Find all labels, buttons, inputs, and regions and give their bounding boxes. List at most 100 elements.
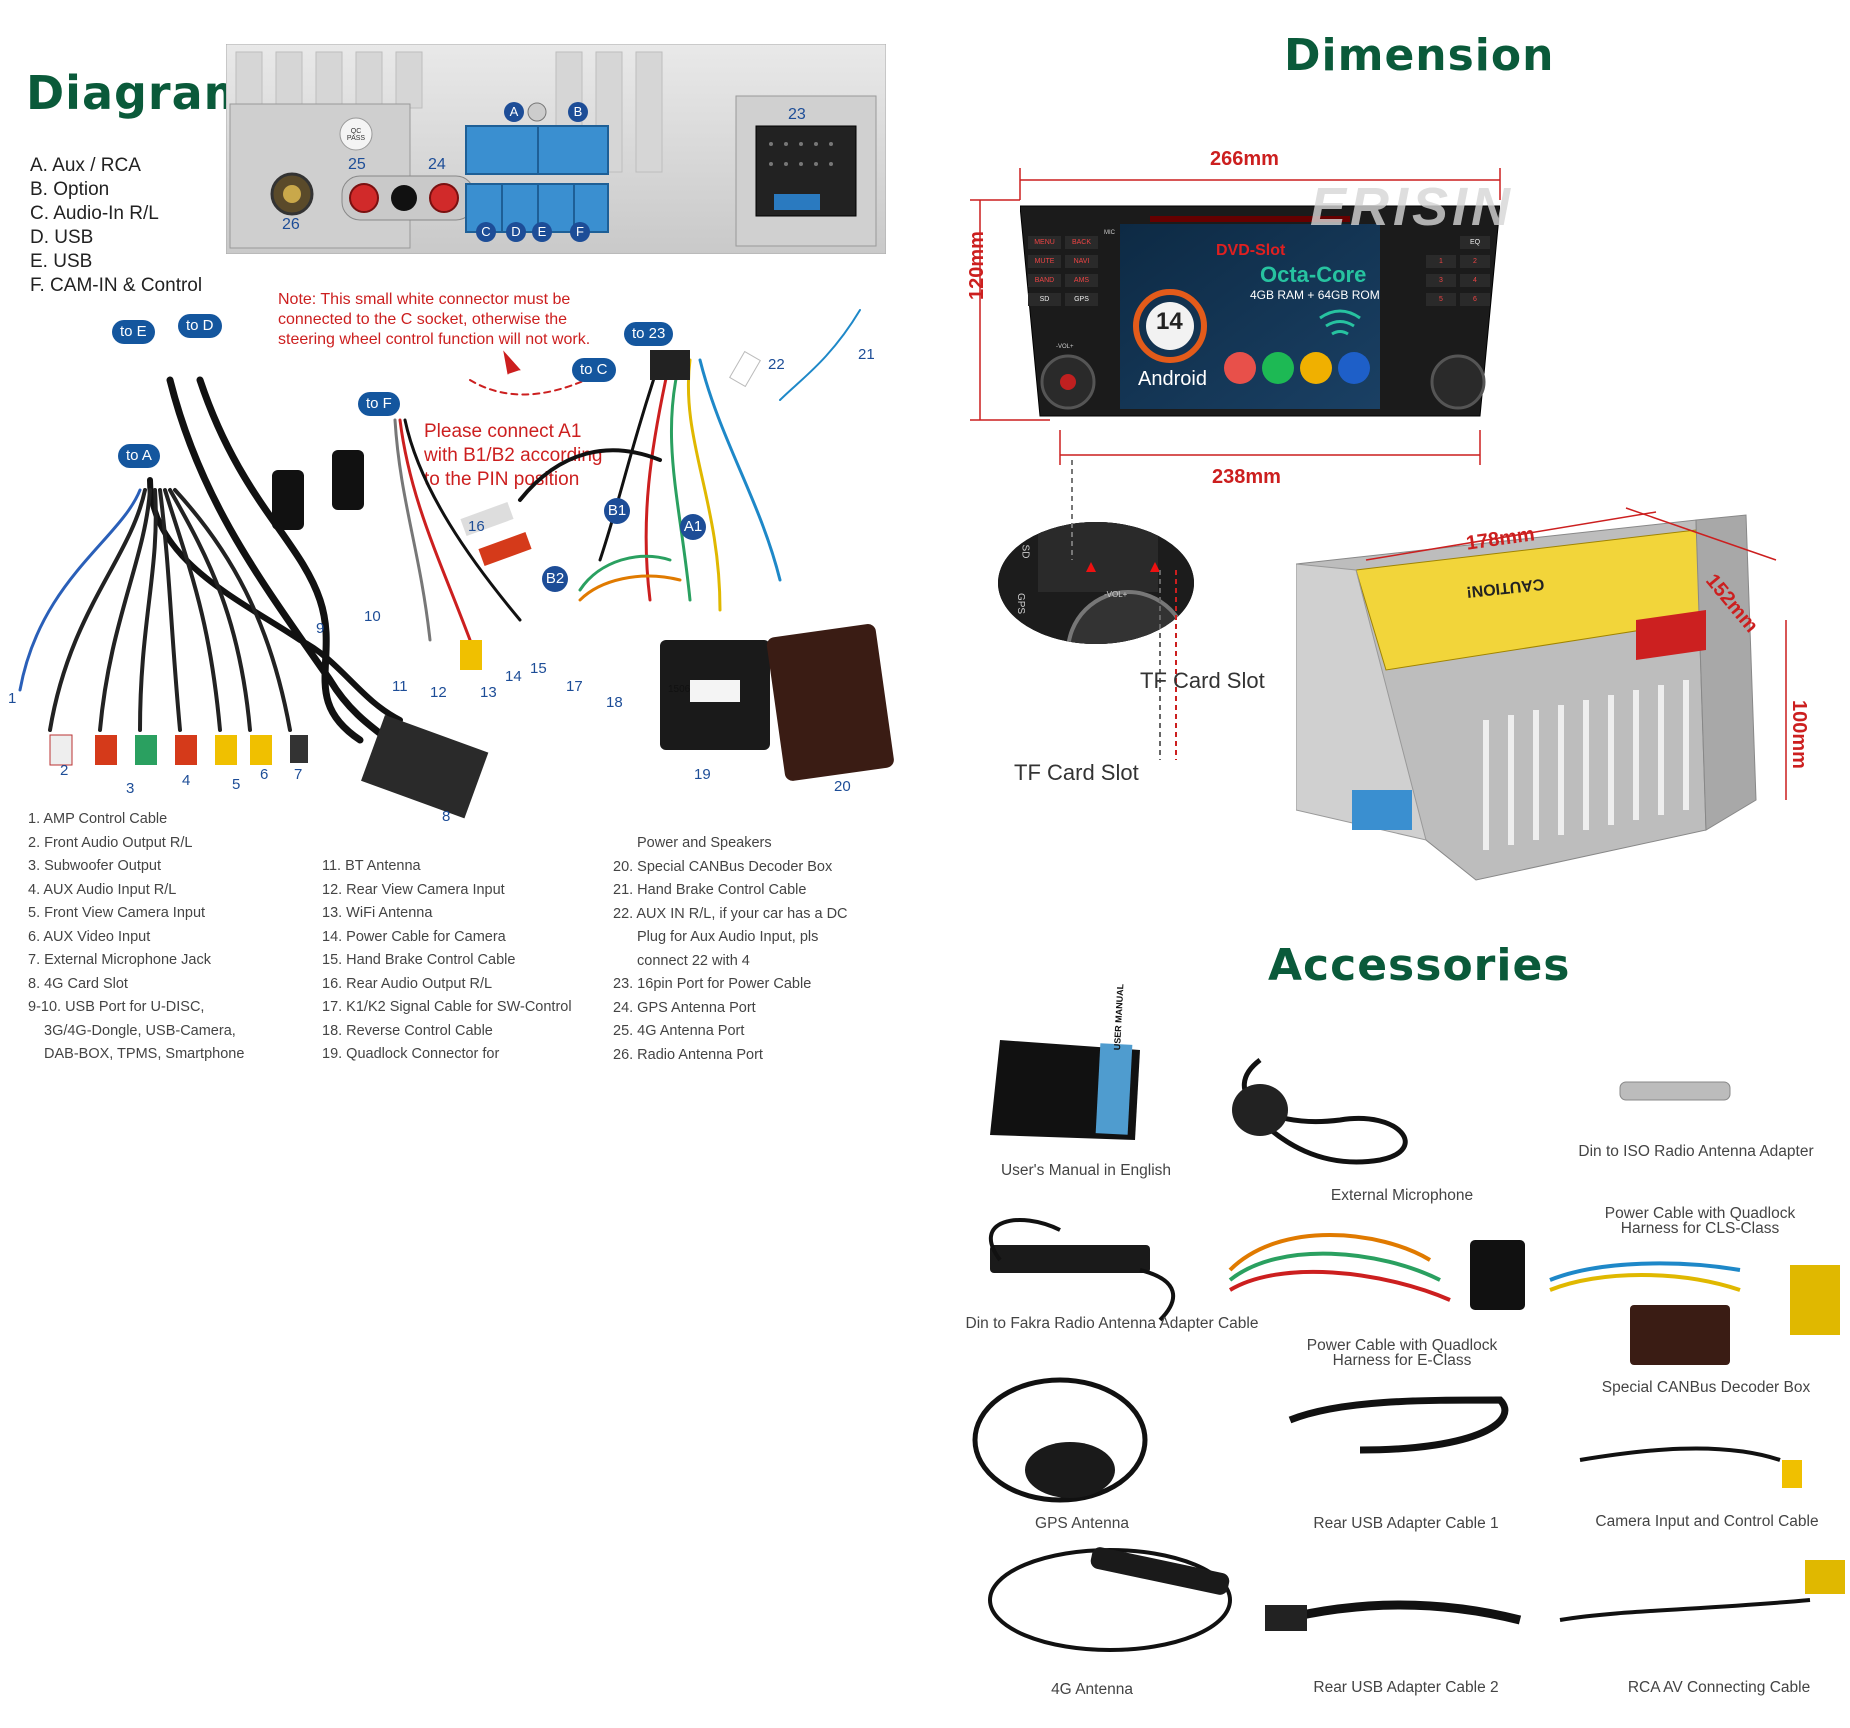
sd-slot-label: SD [1019, 544, 1031, 559]
wire-number-9: 9 [316, 620, 325, 637]
port-label-a: A [504, 102, 524, 122]
accessory-label: Power Cable with Quadlock Harness for E-… [1306, 1337, 1498, 1369]
description-item: DAB-BOX, TPMS, Smartphone [44, 1046, 245, 1062]
gps-button[interactable]: GPS [1065, 293, 1098, 306]
wire-number-18: 18 [606, 694, 623, 711]
quadlock-box-label: 1506 [668, 684, 691, 695]
legend-item: E. USB [30, 251, 93, 272]
wire-number-6: 6 [260, 766, 269, 783]
chassis-dimension-lines [1365, 507, 1787, 800]
wire-number-17: 17 [566, 678, 583, 695]
accessory-label: User's Manual in English [1000, 1162, 1172, 1179]
note-line: steering wheel control function will not… [278, 331, 591, 348]
description-column-3: Power and Speakers 20. Special CANBus De… [613, 832, 848, 1067]
note-line: with B1/B2 according [424, 445, 603, 466]
wiring-harness-illustration [18, 309, 894, 819]
description-item: 17. K1/K2 Signal Cable for SW-Control [322, 999, 572, 1015]
wire-number-20: 20 [834, 778, 851, 795]
wire-number-1: 1 [8, 690, 17, 707]
description-item: Power and Speakers [637, 835, 772, 851]
label-a1: A1 [680, 514, 706, 540]
chassis-illustration [1295, 514, 1757, 881]
note-line: Please connect A1 [424, 421, 582, 442]
dimension-width-bottom: 238mm [1212, 466, 1281, 488]
qc-sticker: QC PASS [346, 128, 366, 142]
port-label-c: C [476, 222, 496, 242]
accessory-label: Din to Fakra Radio Antenna Adapter Cable [965, 1315, 1259, 1332]
wire-number-11: 11 [392, 678, 408, 695]
label-b2: B2 [542, 566, 568, 592]
wire-number-2: 2 [60, 762, 69, 779]
wire-number-5: 5 [232, 776, 241, 793]
wire-number-3: 3 [126, 780, 135, 797]
preset-6-button[interactable]: 6 [1460, 293, 1490, 306]
wire-number-15: 15 [530, 660, 547, 677]
wire-number-7: 7 [294, 766, 303, 783]
preset-4-button[interactable]: 4 [1460, 274, 1490, 287]
description-item: 20. Special CANBus Decoder Box [613, 858, 833, 875]
wire-number-21: 21 [858, 346, 875, 363]
wire-number-10: 10 [364, 608, 381, 625]
diagram-title: Diagram [26, 66, 253, 120]
back-button[interactable]: BACK [1065, 236, 1098, 249]
tf-slot-closeup: SD GPS -VOL+ [998, 522, 1194, 644]
legend-item: C. Audio-In R/L [30, 203, 159, 224]
description-item: 14. Power Cable for Camera [322, 928, 506, 945]
tf-slot-pointer-lines [1071, 460, 1177, 760]
chassis-side-view: CAUTION! [1295, 510, 1786, 890]
preset-5-button[interactable]: 5 [1426, 293, 1456, 306]
mute-button[interactable]: MUTE [1028, 255, 1061, 268]
description-item: 6. AUX Video Input [28, 928, 151, 945]
bubble-to-c: to C [572, 358, 616, 382]
accessory-label: Camera Input and Control Cable [1595, 1513, 1819, 1530]
port-label-f: F [570, 222, 590, 242]
menu-button[interactable]: MENU [1028, 236, 1061, 249]
android-version: 14 [1156, 308, 1183, 335]
sd-button[interactable]: SD [1028, 293, 1061, 306]
port-label-e: E [532, 222, 552, 242]
diagram-legend: A. Aux / RCA B. Option C. Audio-In R/L D… [30, 154, 202, 298]
wire-number-4: 4 [182, 772, 191, 789]
wire-number-8: 8 [442, 808, 451, 825]
label-b1: B1 [604, 498, 630, 524]
accessory-label: 4G Antenna [1051, 1681, 1133, 1698]
description-item: 3G/4G-Dongle, USB-Camera, [44, 1022, 236, 1039]
accessory-label: External Microphone [1330, 1187, 1474, 1204]
vol-label: -VOL+ [1056, 344, 1074, 350]
description-item: 5. Front View Camera Input [28, 905, 206, 921]
accessory-label: RCA AV Connecting Cable [1627, 1679, 1811, 1696]
accessories-illustrations [972, 1040, 1845, 1652]
description-column-2: 11. BT Antenna 12. Rear View Camera Inpu… [322, 855, 572, 1067]
head-unit-front: ERISIN DVD-Slot Octa-Core 4GB RAM + 64GB… [1019, 177, 1510, 426]
accessory-label: Special CANBus Decoder Box [1601, 1379, 1811, 1396]
description-item: 18. Reverse Control Cable [322, 1022, 493, 1039]
accessory-label: Power Cable with Quadlock Harness for CL… [1604, 1205, 1796, 1237]
description-item: Plug for Aux Audio Input, pls [637, 929, 819, 945]
eq-button[interactable]: EQ [1460, 236, 1490, 249]
dimension-width-top: 266mm [1210, 148, 1279, 170]
port-label-d: D [506, 222, 526, 242]
wire-number-16: 16 [468, 518, 485, 535]
note-connect-a1: Please connect A1 with B1/B2 according t… [424, 420, 603, 492]
description-item: 7. External Microphone Jack [28, 952, 211, 968]
gps-slot-label: GPS [1015, 592, 1027, 615]
bubble-to-f: to F [358, 392, 400, 416]
band-button[interactable]: BAND [1028, 274, 1061, 287]
description-item: 22. AUX IN R/L, if your car has a DC [613, 905, 848, 922]
preset-1-button[interactable]: 1 [1426, 255, 1456, 268]
preset-2-button[interactable]: 2 [1460, 255, 1490, 268]
preset-3-button[interactable]: 3 [1426, 274, 1456, 287]
port-number-24: 24 [428, 156, 446, 173]
dimension-height: 120mm [966, 231, 988, 300]
wire-number-14: 14 [505, 668, 522, 685]
description-item: 24. GPS Antenna Port [613, 999, 756, 1016]
mic-label: MIC [1104, 230, 1115, 236]
description-item: 12. Rear View Camera Input [322, 881, 505, 898]
bubble-to-a: to A [118, 444, 160, 468]
description-column-1: 1. AMP Control Cable 2. Front Audio Outp… [28, 808, 244, 1067]
navi-button[interactable]: NAVI [1065, 255, 1098, 268]
right-button-panel: EQ 1 2 3 4 5 6 [1426, 236, 1490, 306]
dimension-title: Dimension [1284, 30, 1555, 81]
ams-button[interactable]: AMS [1065, 274, 1098, 287]
description-item: 21. Hand Brake Control Cable [613, 882, 807, 898]
